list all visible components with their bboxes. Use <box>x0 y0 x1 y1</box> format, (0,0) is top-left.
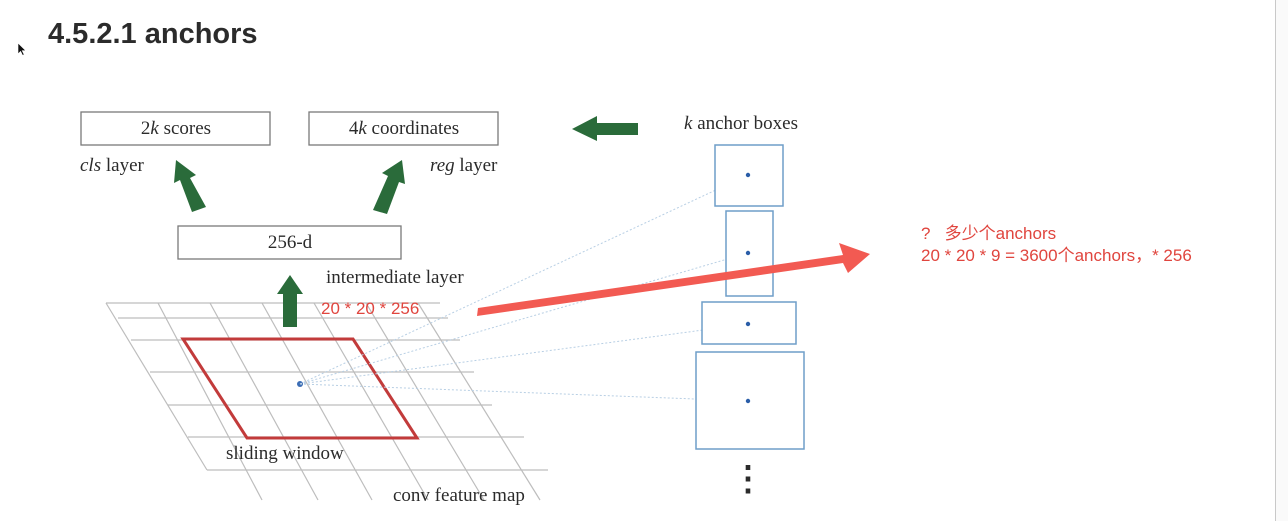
arrow-to-reg-layer <box>373 160 405 214</box>
cls-layer-label: cls layer <box>80 155 145 176</box>
feature-dims-note: 20 * 20 * 256 <box>321 299 419 318</box>
conv-feature-map-label: conv feature map <box>393 485 525 506</box>
section-heading: 4.5.2.1 anchors <box>48 18 258 50</box>
reg-layer-label: reg layer <box>430 155 498 176</box>
anchor-box-2 <box>725 210 774 297</box>
mouse-cursor-icon <box>17 42 27 61</box>
conv-feature-map-grid <box>105 302 548 501</box>
red-annotation-arrow <box>477 243 870 316</box>
up-arrow-to-intermediate <box>277 275 303 327</box>
anchor-count-answer: 20 * 20 * 9 = 3600个anchors，* 256 <box>921 246 1192 265</box>
anchor-boxes-title: k anchor boxes <box>684 113 798 134</box>
sliding-window-label: sliding window <box>226 443 344 464</box>
scores-box-label: 2k scores <box>141 118 211 139</box>
more-anchors-ellipsis: ⋮ <box>731 460 765 498</box>
green-arrows <box>174 116 638 327</box>
coordinates-box-label: 4k coordinates <box>349 118 459 139</box>
intermediate-box-label: 256-d <box>268 232 313 253</box>
anchor-count-question: ? 多少个anchors <box>921 224 1056 243</box>
projection-lines <box>299 174 749 402</box>
arrow-to-cls-layer <box>174 160 206 212</box>
intermediate-layer-label: intermediate layer <box>326 267 464 288</box>
scores-box <box>80 111 271 146</box>
anchor-center-dots <box>745 172 751 404</box>
left-arrow-from-anchors <box>572 116 638 141</box>
intermediate-box <box>177 225 402 260</box>
anchor-boxes <box>695 144 805 450</box>
window-edge <box>1275 0 1288 521</box>
coordinates-box <box>308 111 499 146</box>
sliding-window-outline <box>180 337 420 440</box>
